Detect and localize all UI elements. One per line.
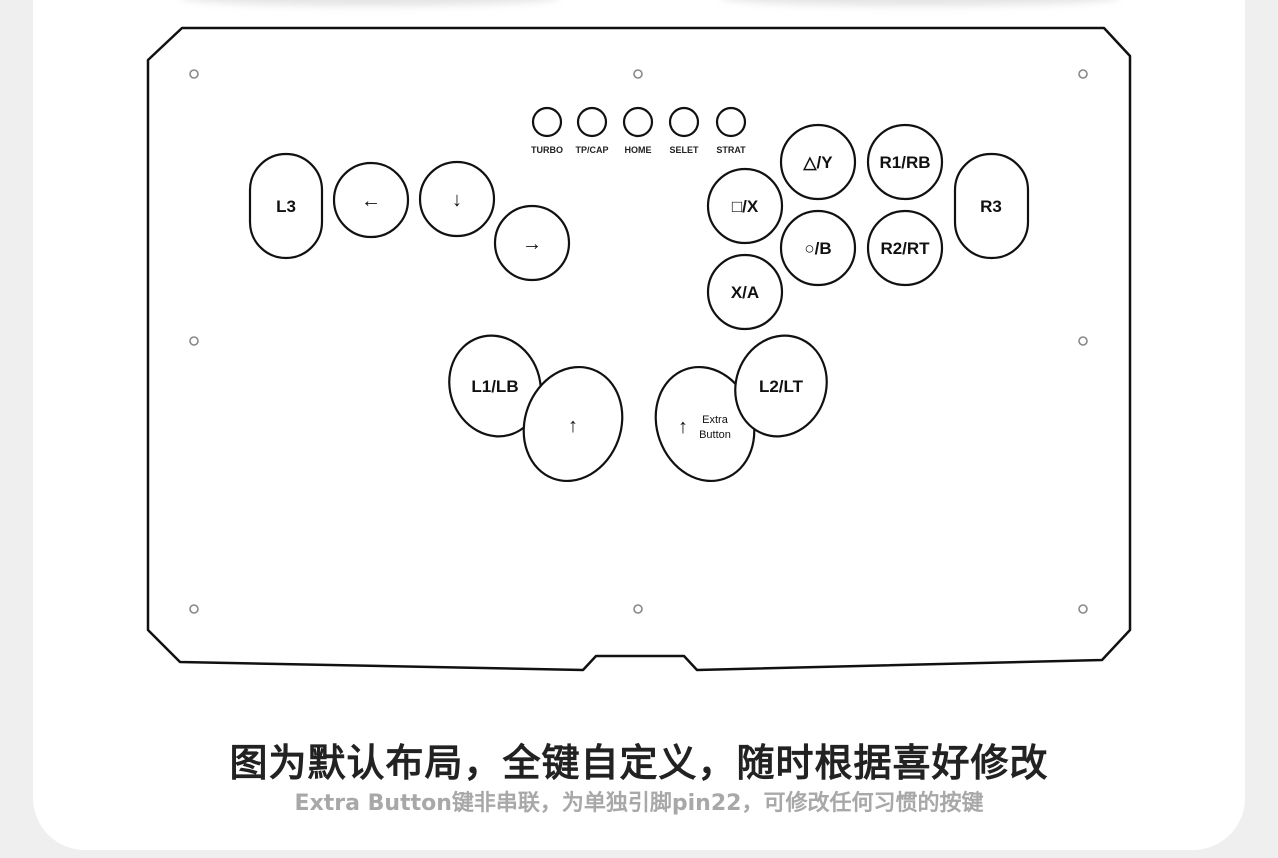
screw-hole — [1078, 336, 1088, 346]
r3-label: R3 — [980, 197, 1002, 216]
panel-outline — [146, 26, 1132, 672]
right-arrow-icon: → — [522, 233, 542, 255]
turbo-button[interactable] — [531, 106, 563, 138]
left-arrow-icon: ← — [361, 190, 381, 212]
start-label: STRAT — [716, 145, 746, 155]
screw-hole — [1078, 69, 1088, 79]
l2-lt-button[interactable] — [721, 323, 840, 450]
up-arrow-icon: ↑ — [568, 415, 578, 437]
screw-holes — [189, 69, 1088, 614]
circle-b-button[interactable] — [779, 209, 857, 287]
screw-hole — [189, 69, 199, 79]
l1-lb-button[interactable] — [435, 323, 554, 450]
l1-lb-label: L1/LB — [471, 377, 518, 396]
product-card — [33, 0, 1245, 850]
select-button[interactable] — [668, 106, 700, 138]
home-button[interactable] — [622, 106, 654, 138]
up-button[interactable] — [508, 353, 638, 495]
screw-hole — [189, 336, 199, 346]
extra-label-line2: Button — [699, 429, 731, 441]
screw-hole — [189, 604, 199, 614]
caption-subtitle: Extra Button键非串联，为单独引脚pin22，可修改任何习惯的按键 — [294, 791, 984, 816]
r1-rb-button[interactable] — [866, 123, 944, 201]
x-a-label: X/A — [731, 283, 759, 302]
l3-button[interactable] — [248, 152, 324, 260]
r2-rt-button[interactable] — [866, 209, 944, 287]
x-a-button[interactable] — [706, 253, 784, 331]
right-button[interactable] — [493, 204, 571, 282]
left-button[interactable] — [332, 161, 410, 239]
top-shadow — [180, 0, 560, 6]
home-label: HOME — [625, 145, 652, 155]
tp-cap-button[interactable] — [576, 106, 608, 138]
circle-b-label: ○/B — [804, 239, 831, 258]
extra-label-line1: Extra — [702, 414, 729, 426]
start-button[interactable] — [715, 106, 747, 138]
caption-title: 图为默认布局，全键自定义，随时根据喜好修改 — [229, 741, 1049, 785]
l2-lt-label: L2/LT — [759, 377, 804, 396]
select-label: SELET — [669, 145, 699, 155]
triangle-y-button[interactable] — [779, 123, 857, 201]
square-x-label: □/X — [732, 197, 759, 216]
extra-up-arrow-icon: ↑ — [678, 416, 688, 438]
r2-rt-label: R2/RT — [880, 239, 930, 258]
tp-cap-label: TP/CAP — [575, 145, 608, 155]
screw-hole — [633, 69, 643, 79]
r1-rb-label: R1/RB — [879, 153, 930, 172]
triangle-y-label: △/Y — [802, 153, 833, 172]
top-shadow — [720, 0, 1120, 6]
down-button[interactable] — [418, 160, 496, 238]
screw-hole — [1078, 604, 1088, 614]
square-x-button[interactable] — [706, 167, 784, 245]
l3-label: L3 — [276, 197, 296, 216]
turbo-label: TURBO — [531, 145, 563, 155]
r3-button[interactable] — [953, 152, 1030, 260]
down-arrow-icon: ↓ — [452, 189, 462, 211]
screw-hole — [633, 604, 643, 614]
